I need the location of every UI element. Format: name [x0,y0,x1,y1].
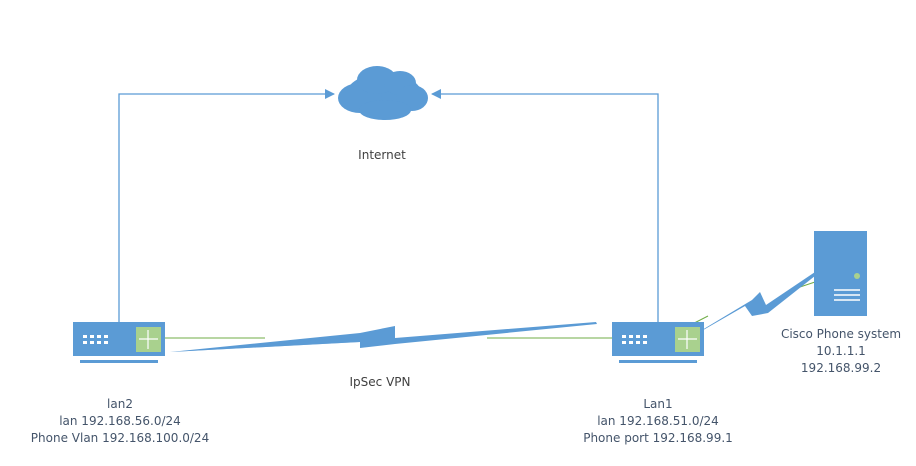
lan2-name: lan2 [107,397,133,411]
phone-system-label: Cisco Phone system 10.1.1.1 192.168.99.2 [766,326,916,377]
lan2-phone-vlan: Phone Vlan 192.168.100.0/24 [30,431,210,445]
server-icon [814,231,867,316]
vpn-lightning-tail [170,337,360,352]
cloud-icon [338,66,428,120]
internet-label: Internet [358,148,406,162]
lan2-label: lan2 lan 192.168.56.0/24 Phone Vlan 192.… [20,396,220,447]
connector-lan2-internet [118,89,335,322]
router-icon-lan1 [612,322,704,363]
lan1-phone-port: Phone port 192.168.99.1 [583,431,733,445]
lan1-subnet: lan 192.168.51.0/24 [597,414,719,428]
lan1-label: Lan1 lan 192.168.51.0/24 Phone port 192.… [558,396,758,447]
connector-lan1-internet [431,89,659,322]
router-icon-lan2 [73,322,165,363]
vpn-label: IpSec VPN [349,375,411,389]
phone-system-ip1: 10.1.1.1 [816,344,866,358]
phone-system-ip2: 192.168.99.2 [800,361,882,375]
lan2-subnet: lan 192.168.56.0/24 [59,414,181,428]
lan1-name: Lan1 [643,397,673,411]
phone-system-name: Cisco Phone system [780,327,902,341]
